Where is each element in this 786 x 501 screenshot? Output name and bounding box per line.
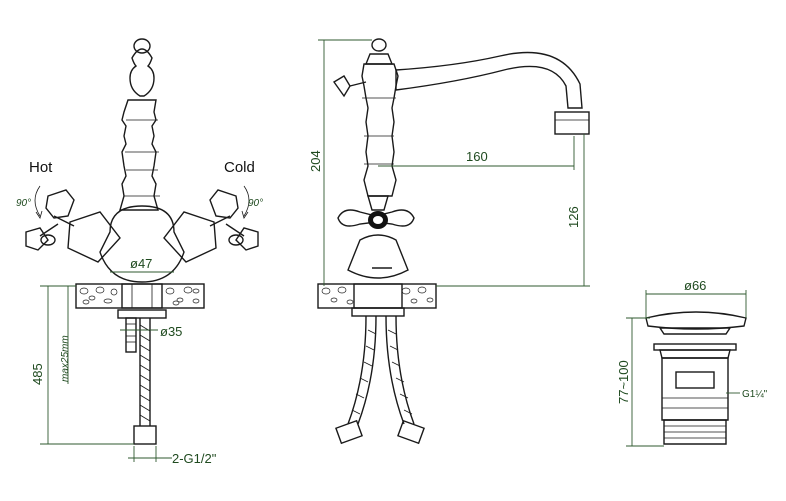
front-hot-handle[interactable] bbox=[25, 189, 121, 263]
rotation-arrow-left bbox=[34, 185, 41, 217]
front-cold-handle[interactable] bbox=[163, 189, 259, 263]
front-finial-ball bbox=[133, 38, 151, 54]
waste-thread bbox=[663, 419, 727, 445]
waste-body bbox=[661, 357, 729, 421]
dim-max-thickness: max25mm bbox=[60, 335, 71, 382]
waste-view: ø66 77~100 G1¼" bbox=[616, 278, 768, 447]
waste-flange bbox=[653, 343, 737, 351]
front-mount-nut bbox=[121, 283, 163, 309]
waste-cap bbox=[645, 311, 747, 330]
side-hose-left bbox=[347, 315, 377, 425]
front-countertop-stones bbox=[79, 286, 200, 306]
front-view: Hot Cold 90° 90° ø47 ø35 bbox=[16, 38, 263, 466]
label-cold: Cold bbox=[224, 159, 255, 176]
dim-dia-47: ø47 bbox=[130, 256, 152, 271]
front-hose-nut bbox=[133, 425, 157, 445]
dim-height-485: 485 bbox=[30, 363, 45, 385]
dim-reach-160: 160 bbox=[466, 149, 488, 164]
dim-spout-height-126: 126 bbox=[566, 206, 581, 228]
dim-waste-thread: G1¼" bbox=[742, 388, 768, 400]
dim-connection: 2-G1/2" bbox=[172, 451, 217, 466]
rotation-label-right: 90° bbox=[248, 198, 263, 209]
label-hot: Hot bbox=[29, 159, 53, 176]
dim-dia-35: ø35 bbox=[160, 324, 182, 339]
front-flex-hose bbox=[139, 318, 151, 426]
side-countertop bbox=[317, 283, 437, 309]
front-finial bbox=[129, 48, 155, 97]
rotation-arrow-right bbox=[243, 185, 250, 217]
side-aerator bbox=[554, 111, 590, 135]
side-lower-body bbox=[347, 234, 409, 279]
side-body-column bbox=[361, 63, 399, 197]
side-spout bbox=[395, 51, 583, 109]
waste-slot bbox=[675, 371, 715, 389]
dim-waste-dia-66: ø66 bbox=[684, 278, 706, 293]
side-view: 204 160 126 bbox=[308, 38, 590, 445]
rotation-label-left: 90° bbox=[16, 198, 31, 209]
side-hose-nut-right bbox=[397, 419, 425, 445]
dim-waste-height: 77~100 bbox=[616, 360, 631, 404]
front-washer bbox=[117, 309, 167, 319]
side-hose-right bbox=[385, 315, 415, 425]
side-finial-ball bbox=[371, 38, 387, 52]
front-body-column bbox=[119, 99, 159, 211]
side-top-handle bbox=[332, 75, 351, 98]
side-hose-nut-left bbox=[335, 419, 363, 445]
front-lower-body bbox=[99, 205, 185, 283]
rotation-arrow-right-head bbox=[241, 210, 249, 219]
side-mount-nut bbox=[353, 283, 403, 309]
side-countertop-stones bbox=[321, 286, 434, 305]
dim-height-204: 204 bbox=[308, 150, 323, 172]
rotation-arrow-left-head bbox=[35, 210, 43, 219]
front-threaded-shank bbox=[125, 317, 137, 353]
side-washer bbox=[351, 307, 405, 317]
side-cross-handle[interactable] bbox=[337, 195, 415, 229]
